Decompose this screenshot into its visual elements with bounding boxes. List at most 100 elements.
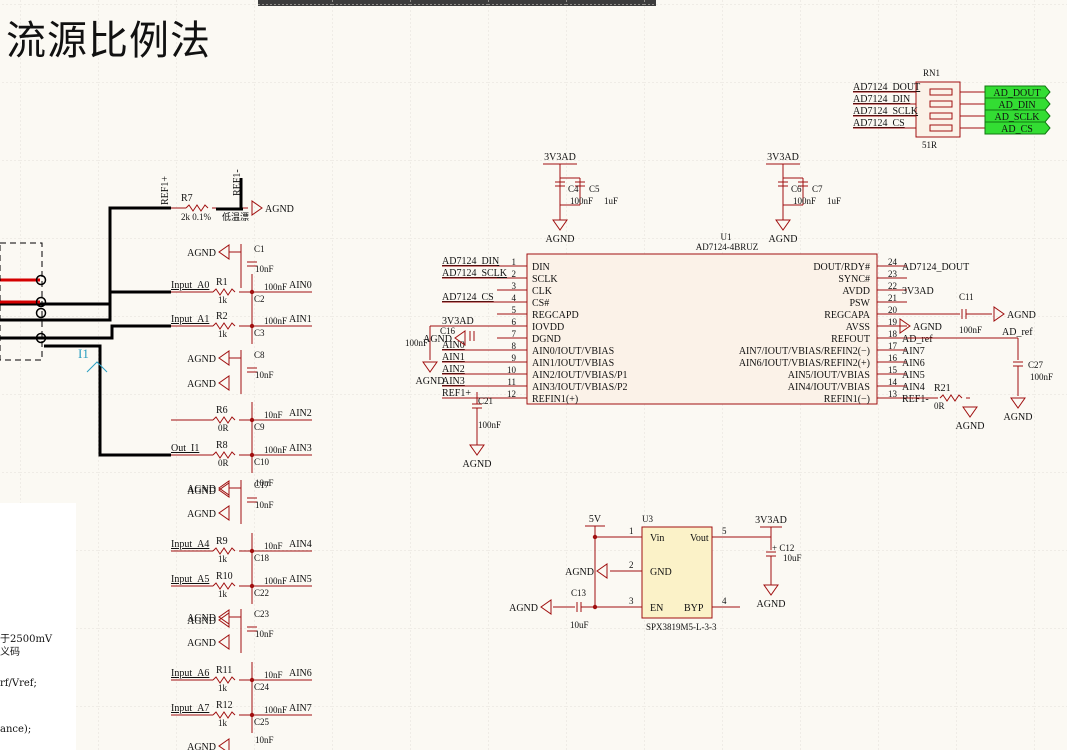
rn1-ref: RN1 — [923, 68, 940, 78]
net-label-AIN0: AIN0 — [289, 280, 312, 291]
pin-number: 18 — [888, 329, 898, 339]
agnd-label: AGND — [509, 603, 538, 614]
pin-name-REGCAPA: REGCAPA — [824, 310, 871, 321]
net-label-Input_A0: Input_A0 — [171, 280, 209, 291]
cap-value-C16: 100nF — [405, 338, 428, 348]
pin-number: 3 — [512, 281, 517, 291]
connector-pin — [35, 307, 47, 319]
agnd-label: AGND — [187, 486, 216, 497]
rn1-value: 51R — [922, 140, 937, 150]
pin-number: 20 — [888, 305, 898, 315]
net-label-AIN3: AIN3 — [442, 376, 465, 387]
net-label-Input_A6: Input_A6 — [171, 668, 209, 679]
page-title: 流源比例法 — [6, 18, 211, 64]
pin-number: 14 — [888, 377, 898, 387]
cap-value-C12: 10uF — [783, 553, 802, 563]
res-ref-R11: R11 — [216, 665, 232, 676]
cap-ref-C10: C10 — [254, 457, 270, 467]
resistor-r7 — [185, 204, 209, 212]
agnd-symbol — [454, 330, 466, 346]
cap-value-C10: 100nF — [264, 445, 287, 455]
u3-body — [641, 526, 713, 619]
cap-ref-C25: C25 — [254, 717, 270, 727]
agnd-label: AGND — [1007, 310, 1036, 321]
cap-ref-C3: C3 — [254, 328, 265, 338]
cap-ref-C6: C6 — [791, 184, 802, 194]
cap-ref-C1: C1 — [254, 244, 265, 254]
net-label-AD7124_SCLK: AD7124_SCLK — [853, 106, 919, 117]
pin-number: 15 — [888, 365, 898, 375]
rn1-element — [929, 88, 953, 96]
pin-number: 6 — [512, 317, 517, 327]
cap-value-C18: 10nF — [264, 541, 283, 551]
agnd-label: AGND — [956, 421, 985, 432]
cap-value-C8: 10nF — [255, 370, 274, 380]
pin-number: 24 — [888, 257, 898, 267]
rn1-body — [915, 81, 961, 138]
agnd-label: AGND — [187, 509, 216, 520]
agnd-symbol — [469, 444, 485, 456]
agnd-label: AGND — [187, 742, 216, 750]
pin-number: 5 — [512, 305, 517, 315]
agnd-symbol — [218, 482, 230, 498]
agnd-symbol — [899, 318, 911, 334]
probe-label: I1 — [78, 346, 89, 361]
net-label-AD7124_DIN: AD7124_DIN — [442, 256, 499, 267]
net-label-AIN5: AIN5 — [902, 370, 925, 381]
agnd-symbol — [422, 361, 438, 373]
agnd-label: AGND — [187, 354, 216, 365]
res-ref-R9: R9 — [216, 536, 228, 547]
cap-ref-C16: C16 — [440, 326, 456, 336]
pin-number: 21 — [888, 293, 897, 303]
agnd-label: AGND — [416, 376, 445, 387]
net-label-AIN1: AIN1 — [289, 314, 312, 325]
agnd-symbol — [540, 599, 552, 615]
net-label-AIN5: AIN5 — [289, 574, 312, 585]
agnd-label: AGND — [423, 334, 452, 345]
port-AD_CS — [984, 121, 1051, 135]
pin-name-AVSS: AVSS — [846, 322, 870, 333]
resistor-R8 — [212, 451, 236, 459]
res-ref-R2: R2 — [216, 311, 228, 322]
u1-part: AD7124-4BRUZ — [696, 242, 759, 252]
net-label-ref1-plus: REF1+ — [160, 176, 171, 205]
agnd-symbol — [552, 219, 568, 231]
pin-number: 5 — [722, 526, 727, 536]
cap-ref-C9: C9 — [254, 422, 265, 432]
net-label-AIN6: AIN6 — [902, 358, 925, 369]
pin-name-AIN3/IOUT/VBIAS/P2: AIN3/IOUT/VBIAS/P2 — [532, 382, 628, 393]
agnd-label: AGND — [463, 459, 492, 470]
connector-pin — [35, 332, 47, 344]
cap-value-C6: 100nF — [793, 196, 816, 206]
agnd-label: AGND — [187, 616, 216, 627]
res-value-R21: 0R — [934, 401, 945, 411]
bus-out-i1 — [44, 344, 171, 457]
agnd-label: AGND — [187, 638, 216, 649]
net-label-AIN0: AIN0 — [442, 340, 465, 351]
cap-ref-C11: C11 — [959, 292, 974, 302]
cap-ref-C23: C23 — [254, 609, 270, 619]
net-label-Input_A1: Input_A1 — [171, 314, 209, 325]
port-label-AD_SCLK: AD_SCLK — [994, 112, 1040, 123]
net-label-AD7124_CS: AD7124_CS — [853, 118, 905, 129]
rn1-element — [929, 124, 953, 132]
pin-name-DIN: DIN — [532, 262, 550, 273]
cap-ref-C8: C8 — [254, 350, 265, 360]
cap-value-C9: 10nF — [264, 410, 283, 420]
cap-value-C5: 1uF — [604, 196, 618, 206]
agnd-symbol — [218, 375, 230, 391]
agnd-label: AGND — [757, 599, 786, 610]
note-line: 义码 — [0, 647, 20, 658]
net-label-AIN2: AIN2 — [442, 364, 465, 375]
port-label-AD_DOUT: AD_DOUT — [993, 88, 1040, 99]
cap-value-C2: 100nF — [264, 282, 287, 292]
res-value-R1: 1k — [218, 295, 228, 305]
agnd-symbol — [218, 505, 230, 521]
pin-name-vin: Vin — [650, 533, 664, 544]
pin-name-AVDD: AVDD — [842, 286, 870, 297]
cap-value-C1: 10nF — [255, 264, 274, 274]
resistor-R1 — [212, 288, 236, 296]
connector-pin — [35, 274, 47, 286]
rail-label-3V3AD: 3V3AD — [767, 152, 799, 163]
